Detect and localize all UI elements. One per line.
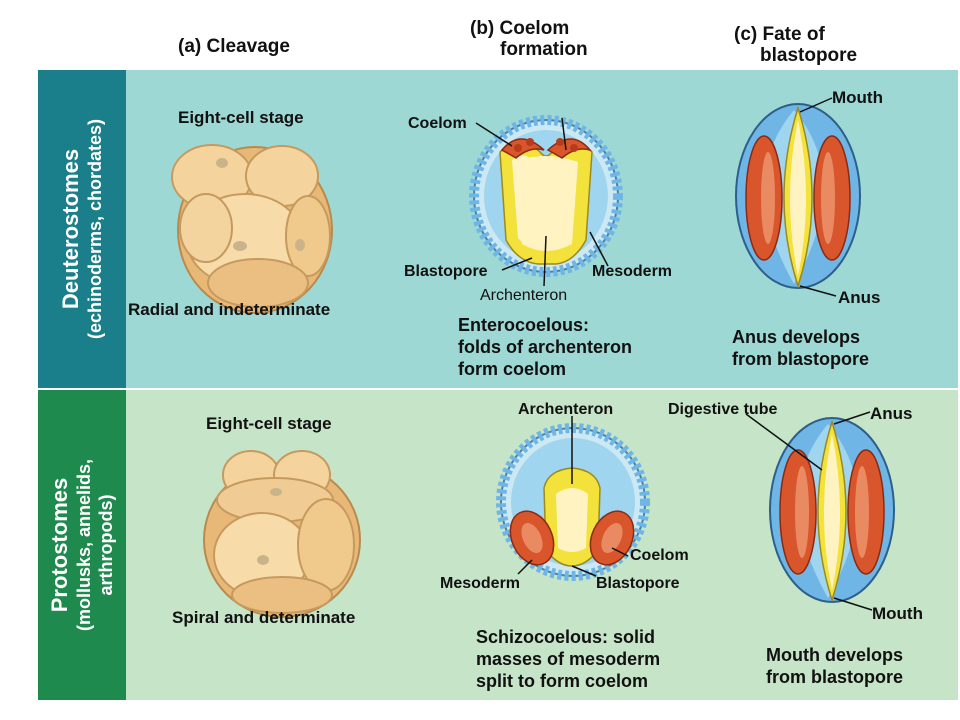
- proto-fate-caption: Mouth develops from blastopore: [766, 644, 903, 688]
- header-coelom-formation: (b) Coelom formation: [470, 18, 588, 60]
- proto-mesoderm-label: Mesoderm: [440, 575, 521, 592]
- protostome-sidebar: Protostomes (mollusks, annelids, arthrop…: [38, 390, 126, 700]
- proto-digestive-tube-label: Digestive tube: [668, 401, 778, 418]
- proto-fate-caption-line1: Mouth develops: [766, 645, 904, 665]
- header-fate-line2: blastopore: [760, 45, 858, 66]
- deuterostome-gut-tube: [735, 103, 861, 289]
- deutero-anus-label: Anus: [838, 288, 881, 307]
- deutero-coelom-caption: Enterocoelous: folds of archenteron form…: [458, 314, 632, 380]
- header-fate-of-blastopore: (c) Fate of blastopore: [734, 24, 857, 66]
- header-coelom-line2: formation: [500, 39, 588, 60]
- deutero-eight-cell-label: Eight-cell stage: [178, 108, 304, 127]
- proto-archenteron-label: Archenteron: [518, 401, 614, 418]
- header-fate-line1: (c) Fate of: [734, 24, 825, 45]
- proto-coelom-caption: Schizocoelous: solid masses of mesoderm …: [476, 626, 660, 692]
- leader-lines: [475, 97, 873, 611]
- spiral-cleavage-embryo: [203, 450, 361, 618]
- protostome-gut-tube: [769, 417, 895, 603]
- deutero-mouth-label: Mouth: [832, 88, 883, 107]
- proto-coelom-caption-line1: Schizocoelous: solid: [476, 627, 656, 647]
- header-coelom-line1: (b) Coelom: [470, 18, 570, 39]
- deutero-coelom-caption-line2: folds of archenteron: [458, 337, 633, 357]
- deutero-mesoderm-label: Mesoderm: [592, 263, 673, 280]
- header-cleavage: (a) Cleavage: [178, 36, 290, 57]
- deutero-coelom-label: Coelom: [408, 115, 467, 132]
- proto-cleavage-caption: Spiral and determinate: [172, 608, 356, 627]
- radial-cleavage-embryo: [171, 144, 333, 314]
- proto-coelom-label: Coelom: [630, 547, 689, 564]
- proto-coelom-caption-line3: split to form coelom: [476, 671, 649, 691]
- deutero-fate-caption-line2: from blastopore: [732, 349, 870, 369]
- deutero-coelom-caption-line3: form coelom: [458, 359, 567, 379]
- deutero-cleavage-caption: Radial and indeterminate: [128, 300, 331, 319]
- deuterostome-sidebar: Deuterostomes (echinoderms, chordates): [38, 70, 126, 388]
- deutero-fate-caption: Anus develops from blastopore: [732, 326, 869, 370]
- deutero-fate-caption-line1: Anus develops: [732, 327, 861, 347]
- deutero-coelom-caption-line1: Enterocoelous:: [458, 315, 590, 335]
- proto-fate-caption-line2: from blastopore: [766, 667, 904, 687]
- schizocoelous-gastrula: [496, 423, 650, 581]
- proto-blastopore-label: Blastopore: [596, 575, 680, 592]
- proto-mouth-label: Mouth: [872, 604, 923, 623]
- deutero-blastopore-label: Blastopore: [404, 263, 488, 280]
- proto-eight-cell-label: Eight-cell stage: [206, 414, 332, 433]
- proto-coelom-caption-line2: masses of mesoderm: [476, 649, 661, 669]
- deutero-archenteron-label: Archenteron: [480, 287, 568, 304]
- enterocoelous-gastrula: [469, 115, 623, 277]
- proto-anus-label: Anus: [870, 404, 913, 423]
